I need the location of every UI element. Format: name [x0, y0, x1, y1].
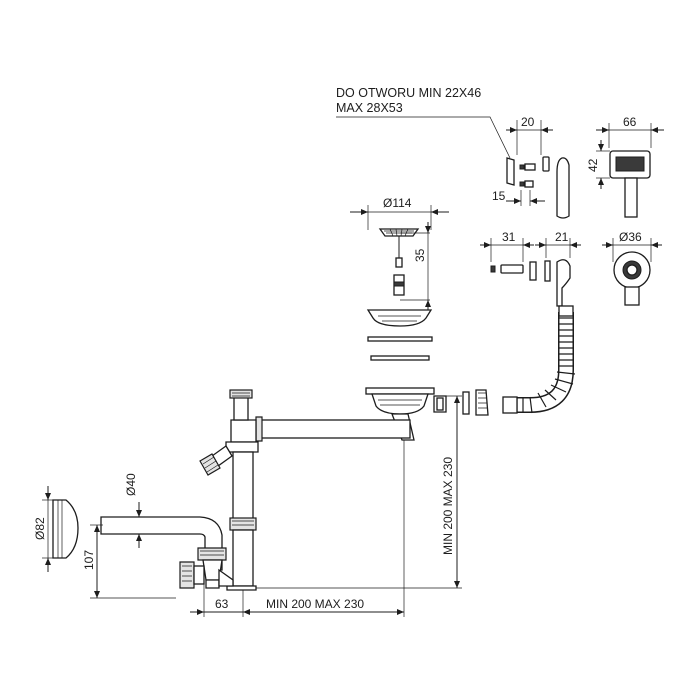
dim-overflow-width: 20: [521, 115, 535, 129]
rectangular-overflow-parts: 20 15: [492, 115, 570, 219]
dim-outlet-offset: 63: [215, 597, 229, 611]
overflow-head: [556, 157, 570, 219]
dim-overflow-depth: 15: [492, 189, 506, 203]
dim-cover-height: 42: [586, 158, 600, 172]
strainer-basket: Ø114 35: [350, 196, 449, 327]
sink-gaskets: [367, 336, 433, 361]
note-line-1: DO OTWORU MIN 22X46: [336, 86, 481, 100]
end-cap: Ø82: [33, 486, 79, 572]
rectangular-cover: 66 42: [586, 115, 664, 218]
dim-round-cover-diameter: Ø36: [619, 230, 642, 244]
dim-trap-height: 107: [82, 550, 96, 570]
hole-size-note: DO OTWORU MIN 22X46 MAX 28X53: [336, 86, 511, 159]
dim-round-overflow-width: 21: [555, 230, 569, 244]
dim-horizontal-range: MIN 200 MAX 230: [266, 597, 364, 611]
note-leader-line: [336, 116, 511, 159]
overflow-plate: [506, 157, 515, 186]
round-overflow-head: [556, 259, 571, 307]
dim-cap-diameter: Ø82: [33, 517, 47, 540]
dim-strainer-depth: 35: [413, 248, 427, 262]
dim-vertical-range: MIN 200 MAX 230: [441, 457, 455, 555]
dim-screw-length: 31: [502, 230, 516, 244]
trap-height-dimension: 107: [82, 524, 176, 599]
dim-strainer-diameter: Ø114: [383, 196, 412, 210]
round-overflow-parts: 31 21 Ø36: [480, 230, 662, 307]
horizontal-dimensions: 63 MIN 200 MAX 230: [190, 440, 405, 617]
flexible-overflow-hose: [502, 305, 576, 414]
dim-inlet-diameter: Ø40: [124, 473, 138, 496]
drain-assembly: [100, 387, 489, 591]
dim-cover-width: 66: [623, 115, 637, 129]
note-line-2: MAX 28X53: [336, 101, 403, 115]
vertical-dimension: MIN 200 MAX 230: [256, 395, 462, 589]
inlet-diameter-dimension: Ø40: [124, 473, 145, 548]
